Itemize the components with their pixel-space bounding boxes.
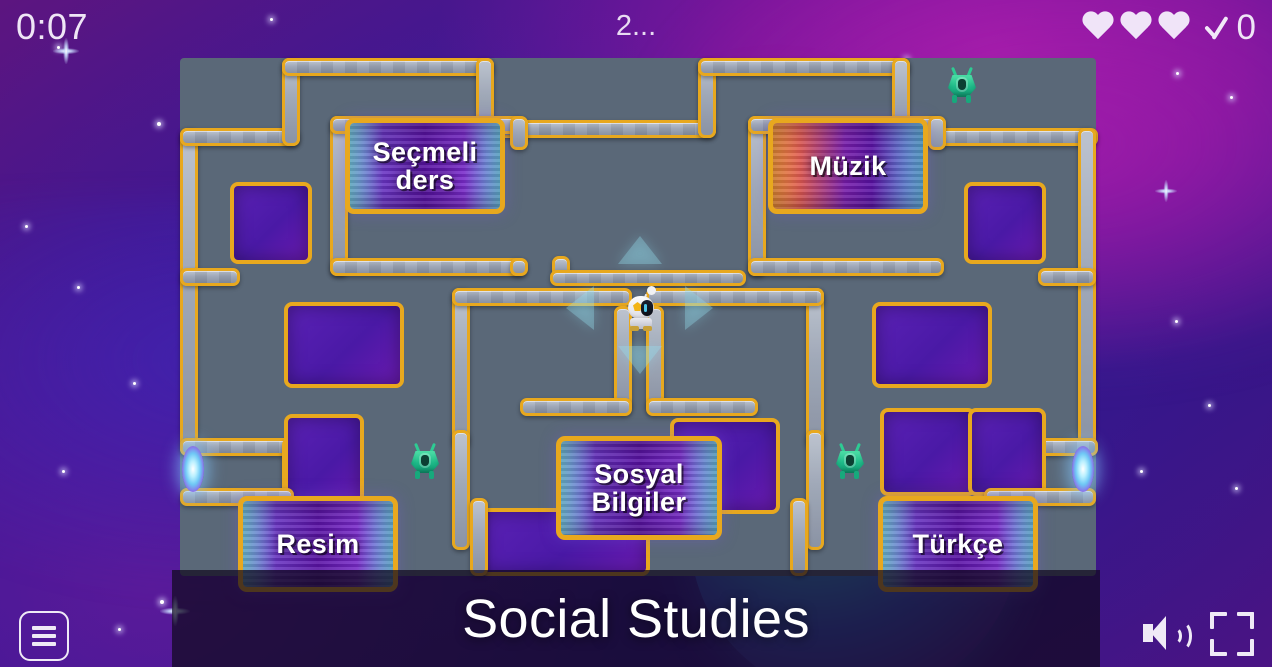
move-right-arrow[interactable] (685, 286, 713, 330)
maze-block (230, 182, 312, 264)
maze-wall (790, 498, 808, 576)
star-sparkle (1155, 180, 1177, 202)
menu-icon-bar (32, 634, 56, 638)
maze-wall (510, 116, 528, 150)
maze-wall (646, 288, 824, 306)
maze-wall (550, 270, 746, 286)
fullscreen-icon (1210, 639, 1227, 656)
move-up-arrow[interactable] (618, 236, 662, 264)
subject-tile-label: Resim (276, 528, 360, 559)
alien-enemy (945, 66, 979, 104)
maze-wall (806, 430, 824, 550)
maze-block (880, 408, 976, 496)
alien-leg-icon (415, 471, 420, 479)
maze-wall (698, 58, 910, 76)
menu-icon-bar (32, 626, 56, 630)
fullscreen-icon (1210, 612, 1227, 629)
alien-leg-icon (429, 471, 434, 479)
alien-leg-icon (854, 471, 859, 479)
maze-wall (330, 258, 526, 276)
star (1176, 72, 1179, 75)
portal-right[interactable] (1072, 446, 1094, 492)
fullscreen-icon (1237, 639, 1254, 656)
maze-wall (1078, 128, 1096, 456)
star (1208, 404, 1211, 407)
star (270, 18, 273, 21)
maze-wall (180, 268, 240, 286)
badge-icon (633, 302, 642, 311)
antenna-tip-icon (647, 286, 656, 295)
star (1230, 96, 1233, 99)
speaker-icon (1143, 624, 1153, 642)
speaker-cone-icon (1151, 616, 1166, 650)
star (118, 628, 121, 631)
star (1235, 487, 1238, 490)
maze-wall (452, 288, 470, 448)
maze-block (872, 302, 992, 388)
maze-block (284, 302, 404, 388)
maze-wall (928, 116, 946, 150)
alien-leg-icon (840, 471, 845, 479)
maze-wall (520, 398, 632, 416)
subject-tile-label: Müzik (809, 150, 887, 181)
prompt-text: Social Studies (462, 588, 810, 649)
move-left-arrow[interactable] (566, 286, 594, 330)
speaker-wave-icon (1172, 621, 1192, 651)
maze-wall (646, 398, 758, 416)
alien-leg-icon (966, 95, 971, 103)
portal-left[interactable] (182, 446, 204, 492)
alien-eye-icon (958, 79, 966, 90)
maze-wall (452, 288, 632, 306)
star (1175, 320, 1178, 323)
star (62, 470, 65, 473)
maze-wall (510, 258, 528, 276)
maze-wall (748, 116, 766, 276)
move-down-arrow[interactable] (618, 346, 662, 374)
maze-wall (180, 128, 198, 456)
sound-toggle-button[interactable] (1143, 614, 1192, 654)
maze-block (964, 182, 1046, 264)
maze-wall (1038, 268, 1096, 286)
maze-wall (282, 58, 494, 76)
legs-icon (630, 318, 652, 331)
visor-icon (641, 300, 653, 316)
menu-button[interactable] (19, 611, 69, 661)
maze-block (968, 408, 1046, 496)
fullscreen-button[interactable] (1210, 612, 1254, 656)
fullscreen-icon (1237, 612, 1254, 629)
maze-wall (748, 258, 944, 276)
alien-enemy (833, 442, 867, 480)
alien-eye-icon (846, 455, 854, 466)
star (1140, 470, 1143, 473)
star-sparkle (53, 38, 79, 64)
astronaut-player[interactable] (626, 286, 656, 331)
subject-tile-muzik[interactable]: Müzik (768, 118, 928, 214)
alien-leg-icon (952, 95, 957, 103)
star (25, 225, 28, 228)
alien-enemy (408, 442, 442, 480)
star (133, 382, 136, 385)
prompt-banner: Social Studies (172, 570, 1100, 667)
alien-eye-icon (421, 455, 429, 466)
subject-tile-label: Türkçe (912, 528, 1004, 559)
menu-icon-bar (32, 642, 56, 646)
star (157, 122, 161, 126)
maze-wall (806, 288, 824, 448)
maze-wall (452, 430, 470, 550)
maze-wall (470, 498, 488, 576)
star (77, 286, 80, 289)
